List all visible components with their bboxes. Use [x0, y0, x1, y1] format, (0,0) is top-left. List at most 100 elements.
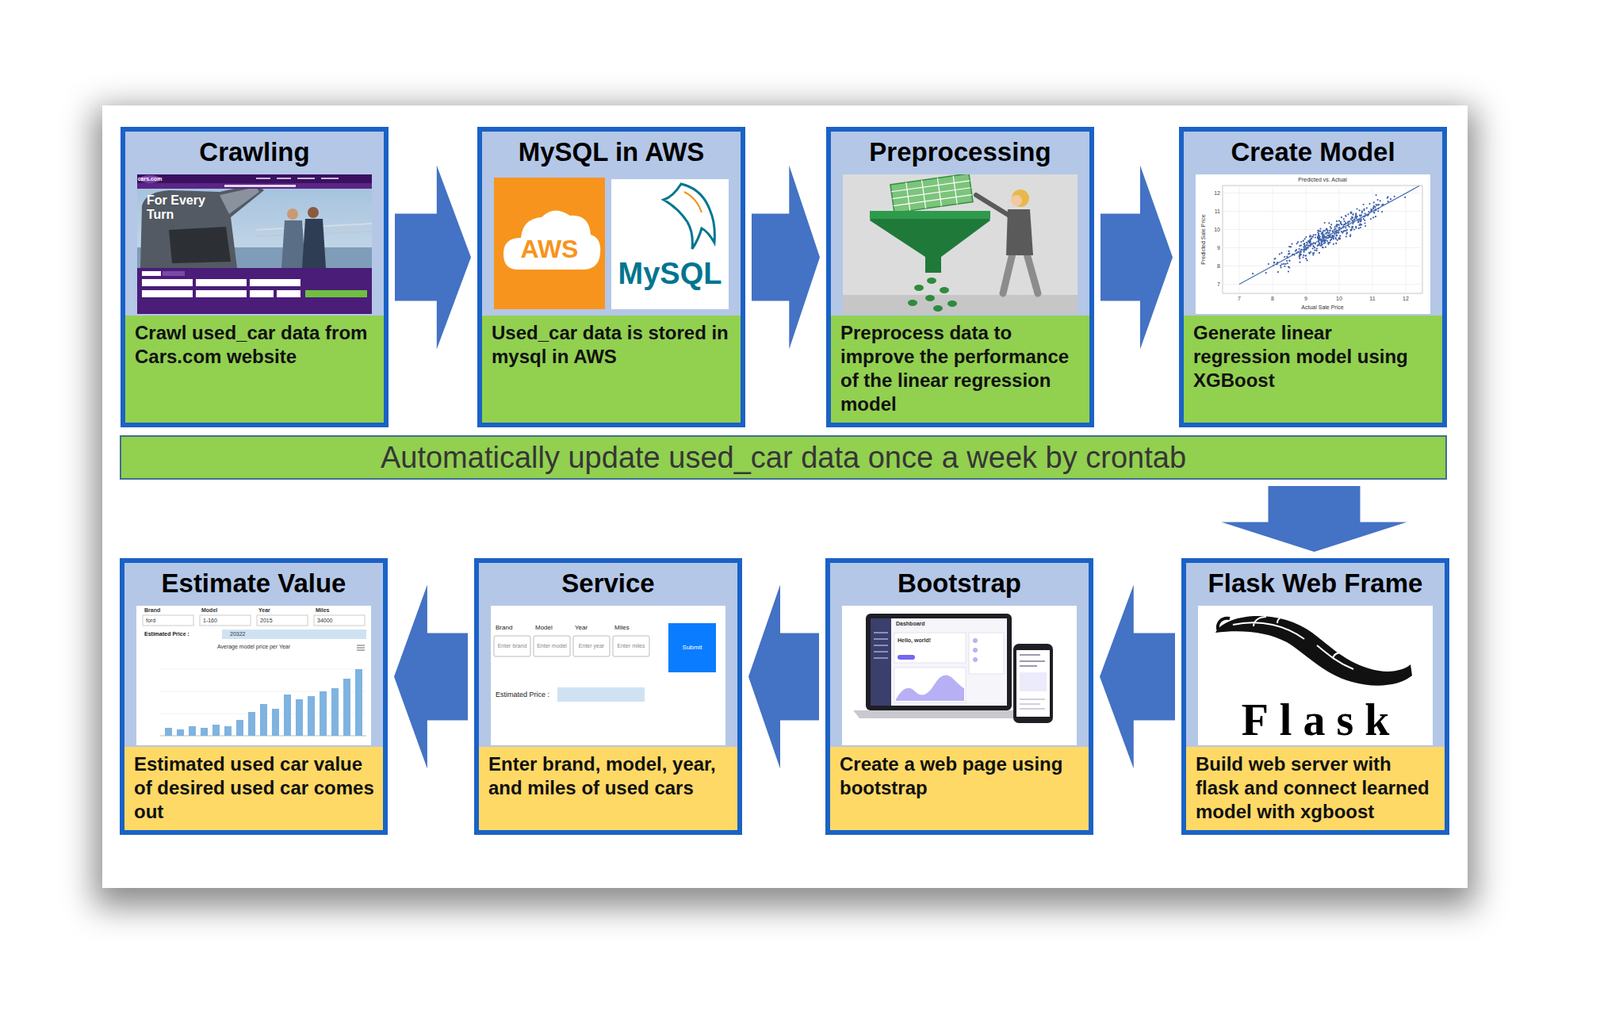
laptop-base — [853, 710, 1025, 719]
nav-item — [321, 177, 339, 180]
image-label: Enter brand — [497, 643, 528, 650]
image-label: 1-160 — [202, 616, 218, 624]
image-label: 10 — [1213, 225, 1221, 233]
input-box — [493, 635, 531, 657]
data-drop — [925, 294, 935, 302]
image-label: 10 — [1335, 295, 1343, 303]
search-tab — [162, 271, 185, 276]
laptop-bezel — [865, 613, 1012, 711]
image-label: 8 — [1270, 295, 1275, 303]
flow-arrow — [394, 585, 468, 770]
input-box — [142, 615, 194, 626]
image-label: ford — [145, 616, 156, 624]
box-caption: Used_car data is stored in mysql in AWS — [491, 321, 733, 369]
horn — [1215, 616, 1413, 686]
image-label: Submit — [682, 643, 703, 651]
floor — [842, 294, 1078, 314]
menu-icon — [356, 645, 365, 651]
nav-item — [256, 177, 271, 180]
illustration-part — [176, 729, 184, 736]
image-label: Year — [574, 623, 588, 632]
box-caption: Build web server with flask and connect … — [1195, 752, 1437, 824]
funnel-rim — [869, 210, 991, 219]
process-box: MySQL in AWS AWS MySQL Used_car data is st… — [477, 126, 746, 428]
image-label: AWS — [520, 234, 579, 265]
sky — [137, 174, 372, 314]
caption-area: Estimated used car value of desired used… — [124, 746, 383, 831]
process-box: Bootstrap DashboardHello, world!Create a… — [825, 558, 1094, 835]
image-label: cars.com — [137, 176, 163, 183]
search-panel — [137, 267, 372, 314]
flow-arrow — [751, 165, 820, 350]
box-title: MySQL in AWS — [482, 131, 741, 173]
image-label: Estimated Price : — [495, 690, 550, 699]
box-caption: Preprocess data to improve the performan… — [840, 321, 1082, 417]
illustration-frame: Predicted vs. Actual789101112789101112Ac… — [1183, 172, 1443, 316]
submit-button — [668, 623, 716, 673]
process-box: Crawling cars.comFor Every TurnCrawl use… — [120, 126, 389, 428]
image-label: Actual Sale Price — [1301, 304, 1344, 311]
search-field — [141, 290, 193, 298]
box-caption: Enter brand, model, year, and miles of u… — [488, 752, 730, 800]
flow-arrow — [748, 585, 820, 770]
box-title: Estimate Value — [124, 562, 383, 605]
image-label: 2015 — [260, 616, 273, 624]
illustration-frame: DashboardHello, world! — [830, 604, 1089, 747]
avatar — [972, 657, 978, 663]
illustration-part — [295, 699, 303, 736]
illustration-part — [188, 726, 196, 736]
chart-ground — [1195, 174, 1431, 314]
caption-area: Generate linear regression model using X… — [1183, 315, 1443, 423]
mysql-tile — [611, 179, 729, 310]
illustration-frame: Flask — [1186, 604, 1445, 747]
flow-arrow — [1099, 585, 1176, 770]
image-label: MySQL — [618, 256, 723, 292]
illustration-part — [890, 174, 973, 214]
phone-lines — [1019, 699, 1045, 709]
caption-area: Crawl used_car data from Cars.com websit… — [125, 315, 384, 423]
image-label: Hello, world! — [897, 637, 931, 644]
image-label: 11 — [1214, 207, 1221, 215]
person-head — [307, 206, 319, 219]
image-label: Year — [258, 607, 271, 614]
phone-screen — [1016, 650, 1050, 717]
box-caption: Crawl used_car data from Cars.com websit… — [134, 321, 376, 369]
search-field — [249, 279, 301, 287]
illustration-part — [331, 688, 339, 736]
box-caption: Generate linear regression model using X… — [1193, 321, 1435, 393]
flow-arrow — [1100, 165, 1173, 350]
image-label: For Every Turn — [146, 193, 223, 223]
illustration-part — [271, 708, 280, 736]
result-screenshot — [136, 605, 372, 746]
spreadsheet — [890, 174, 973, 214]
illustration-part — [164, 727, 173, 736]
image-label: 7 — [1237, 295, 1241, 303]
person-hair — [1011, 189, 1030, 207]
input-box — [199, 615, 251, 626]
nav-item — [276, 177, 291, 180]
bars — [164, 669, 363, 736]
image-label: Enter year — [578, 643, 605, 650]
horn-lines — [1232, 616, 1354, 670]
illustration-frame: cars.comFor Every Turn — [125, 172, 384, 316]
image-label: Miles — [315, 607, 330, 614]
phone-lines — [1019, 654, 1045, 667]
caption-area: Used_car data is stored in mysql in AWS — [482, 315, 741, 423]
site-subheader — [137, 183, 372, 189]
process-box: Preprocessing Preprocess data to improve… — [826, 126, 1095, 428]
input-box — [256, 615, 308, 626]
illustration-part — [319, 691, 327, 736]
sidebar — [870, 618, 892, 706]
car-body — [140, 183, 265, 268]
illustration-part — [236, 719, 244, 736]
avatar — [972, 647, 978, 653]
price-box — [222, 629, 367, 640]
person-body — [281, 220, 306, 268]
price-box — [557, 687, 645, 702]
illustration-part — [890, 174, 973, 214]
person-arm — [976, 195, 1010, 216]
image-label: 9 — [1304, 295, 1308, 303]
image-label: Brand — [144, 607, 161, 614]
data-drop — [947, 300, 957, 307]
process-box: Create Model Predicted vs. Actual7891011… — [1178, 126, 1447, 428]
